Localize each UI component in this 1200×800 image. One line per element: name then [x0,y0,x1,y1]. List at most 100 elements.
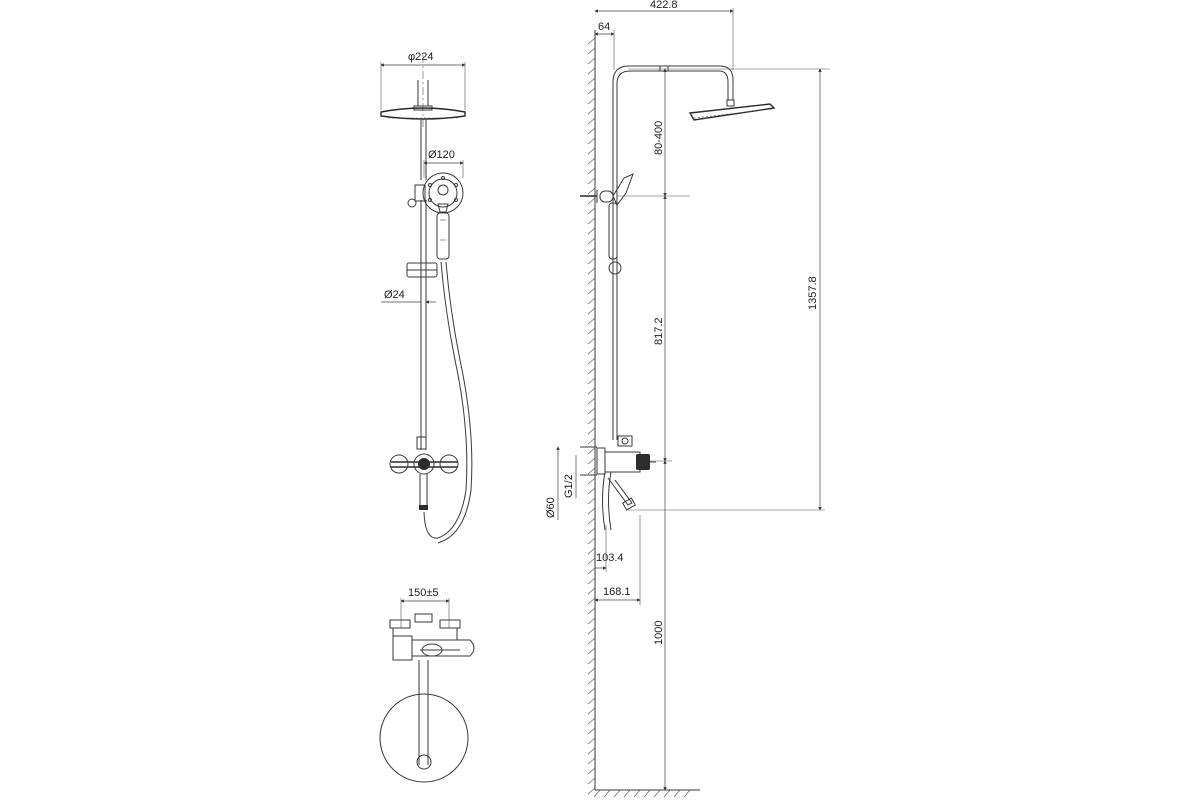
floor-hatch-line [643,789,651,798]
dim-wall-offset: 64 [594,21,615,70]
wall-hatch-line [587,377,596,385]
label-head-diameter: φ224 [408,51,434,63]
wall-hatch-line [587,647,596,655]
mixer-front [389,453,459,475]
dim-thread: G1/2 [563,455,577,498]
label-thread: G1/2 [563,474,575,498]
wall-hatch-line [587,127,596,135]
wall-hatch-line [587,317,596,325]
dim-mixer-projection: 103.4 [595,525,624,572]
wall-hatch-line [587,627,596,635]
wall-hatch-line [587,197,596,205]
wall-hatch-line [587,767,596,775]
wall-hatch-line [587,287,596,295]
wall-hatch-line [587,97,596,105]
wall-hatch-line [587,417,596,425]
label-flange-diameter: Ø60 [545,497,557,518]
wall-hatch-line [587,527,596,535]
floor-hatch-line [683,789,691,798]
wall-hatch-line [587,637,596,645]
wall-hatch-line [587,337,596,345]
hand-shower [422,172,464,260]
label-total-projection: 422.8 [650,0,678,11]
label-hand-shower-diameter: Ø120 [428,149,455,161]
dim-rail-height: 817.2 [640,195,672,462]
label-wall-offset: 64 [598,21,610,33]
wall-hatch-line [587,737,596,745]
dim-flange: Ø60 [545,446,560,520]
wall-hatch-line [587,497,596,505]
dim-head-diameter: φ224 [380,51,466,110]
wall-hatch-line [587,367,596,375]
front-view: φ224 Ø120 [379,51,475,783]
plan-view: 150±5 [379,587,475,783]
wall-hatch-line [587,357,596,365]
floor-hatch-line [613,789,621,798]
wall [587,30,700,798]
wall-hatch-line [587,77,596,85]
wall-hatch-line [587,587,596,595]
wall-hatch-line [587,107,596,115]
wall-hatch-line [587,687,596,695]
wall-hatch-line [587,117,596,125]
wall-hatch-line [587,517,596,525]
wall-hatch-line [587,557,596,565]
wall-hatch-line [587,187,596,195]
wall-hatch-line [587,87,596,95]
wall-hatch-line [587,327,596,335]
wall-hatch-line [587,707,596,715]
wall-hatch-line [587,167,596,175]
wall-hatch-line [587,757,596,765]
upper-bracket [580,173,690,260]
wall-hatch-line [587,397,596,405]
wall-hatch-line [587,597,596,605]
wall-hatch-line [587,67,596,75]
side-view: 422.8 64 80-400 [545,0,830,798]
wall-hatch-line [587,477,596,485]
floor-hatch-line [663,789,671,798]
wall-hatch-line [587,747,596,755]
dim-hand-shower: Ø120 [423,149,464,178]
label-inlet-spacing: 150±5 [408,587,439,599]
wall-hatch-line [587,677,596,685]
label-rail-height: 817.2 [653,317,665,345]
floor-hatch-line [623,789,631,798]
dim-total-height: 1357.8 [807,68,822,511]
wall-hatch-line [587,537,596,545]
dim-spout-projection: 168.1 [594,515,641,605]
wall-hatch-line [587,267,596,275]
wall-hatch-line [587,447,596,455]
label-rail-diameter: Ø24 [384,289,405,301]
wall-hatch-line [587,147,596,155]
wall-hatch-line [587,277,596,285]
overhead-shower-head [380,80,466,120]
dim-total-projection: 422.8 [594,0,734,70]
floor-hatch-line [673,789,681,798]
wall-hatch-line [587,427,596,435]
wall-hatch-line [587,237,596,245]
label-mount-height: 1000 [653,621,665,645]
wall-hatch-line [587,137,596,145]
wall-hatch-line [587,577,596,585]
wall-hatch-line [587,487,596,495]
floor-hatch-line [653,789,661,798]
wall-hatch-line [587,717,596,725]
dim-mount-height: 1000 [653,460,667,791]
wall-hatch-line [587,667,596,675]
wall-hatch-line [587,307,596,315]
wall-hatch-line [587,467,596,475]
wall-hatch-line [587,657,596,665]
wall-hatch-line [587,407,596,415]
wall-hatch-line [587,47,596,55]
floor-hatch-line [593,789,601,798]
wall-hatch-line [587,217,596,225]
wall-hatch-line [587,457,596,465]
wall-hatch-line [587,697,596,705]
wall-hatch-line [587,37,596,45]
wall-hatch-line [587,227,596,235]
wall-hatch-line [587,257,596,265]
wall-hatch-line [587,347,596,355]
label-mixer-projection: 103.4 [596,552,624,564]
wall-hatch-line [587,177,596,185]
